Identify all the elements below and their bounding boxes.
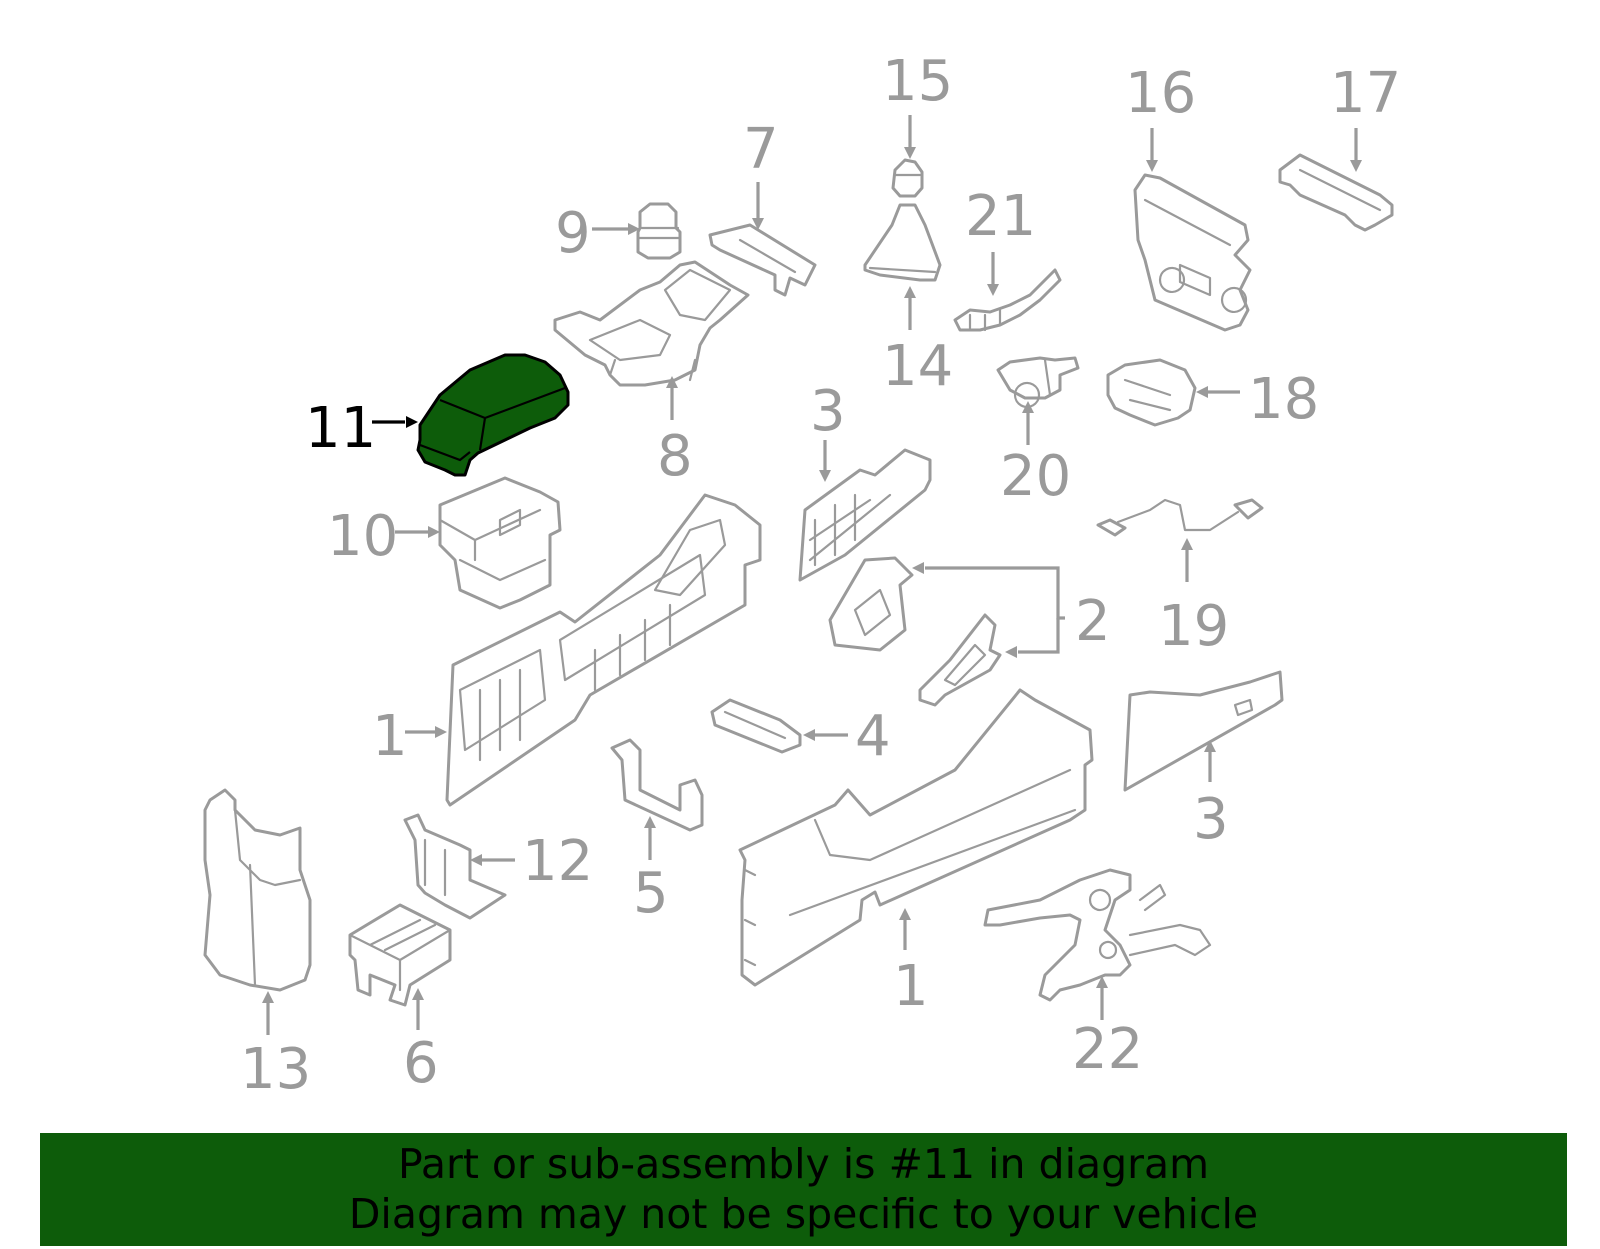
callout-19: 19 xyxy=(1158,594,1229,659)
callout-10: 10 xyxy=(327,504,398,569)
part-16-center-panel[interactable] xyxy=(1133,173,1252,332)
callout-6: 6 xyxy=(403,1031,439,1096)
part-6-block[interactable] xyxy=(348,903,452,1007)
callout-22: 22 xyxy=(1072,1017,1143,1082)
callout-13: 13 xyxy=(240,1037,311,1102)
part-17-bracket[interactable] xyxy=(1278,153,1394,232)
part-14-shift-boot[interactable] xyxy=(863,203,942,282)
callout-17: 17 xyxy=(1330,61,1401,126)
part-1-left-panel[interactable] xyxy=(445,493,762,807)
part-19-harness[interactable] xyxy=(1096,498,1264,537)
part-3-lower-trim[interactable] xyxy=(1123,670,1284,792)
callout-9: 9 xyxy=(555,201,591,266)
banner-line-2: Diagram may not be specific to your vehi… xyxy=(348,1190,1259,1238)
part-10-storage-bin[interactable] xyxy=(438,476,562,610)
callout-1b: 1 xyxy=(893,954,929,1019)
callout-12: 12 xyxy=(522,829,593,894)
banner-line-1: Part or sub-assembly is #11 in diagram xyxy=(397,1140,1210,1188)
part-11-armrest-highlight[interactable] xyxy=(416,353,570,477)
callout-11: 11 xyxy=(305,396,376,461)
callout-5: 5 xyxy=(633,861,669,926)
part-5-bracket[interactable] xyxy=(610,738,704,832)
callout-4: 4 xyxy=(855,704,891,769)
part-2-trim[interactable] xyxy=(828,556,1002,707)
callout-18: 18 xyxy=(1248,367,1319,432)
part-7-trim[interactable] xyxy=(708,223,817,297)
info-banner: Part or sub-assembly is #11 in diagram D… xyxy=(40,1133,1567,1246)
callout-15: 15 xyxy=(882,49,953,114)
part-4-bracket[interactable] xyxy=(710,698,802,754)
part-20-socket[interactable] xyxy=(996,356,1080,409)
leader-arrows xyxy=(262,115,1362,1035)
callout-labels: 1 1 2 3 3 4 5 6 7 8 9 10 11 12 13 14 15 … xyxy=(240,49,1401,1102)
part-8-console-upper[interactable] xyxy=(553,260,750,387)
part-9-knob[interactable] xyxy=(636,202,682,260)
callout-20: 20 xyxy=(1000,444,1071,509)
callout-1a: 1 xyxy=(372,704,408,769)
callout-3b: 3 xyxy=(1193,787,1229,852)
part-15-shift-knob[interactable] xyxy=(891,158,924,198)
part-18-pocket[interactable] xyxy=(1106,358,1197,427)
part-13-side-cover[interactable] xyxy=(203,788,312,992)
callout-14: 14 xyxy=(882,334,953,399)
callout-2: 2 xyxy=(1075,589,1111,654)
callout-3a: 3 xyxy=(810,379,846,444)
part-22-brake-lever[interactable] xyxy=(983,868,1212,1002)
callout-8: 8 xyxy=(657,424,693,489)
callout-16: 16 xyxy=(1125,61,1196,126)
part-1-right-panel[interactable] xyxy=(738,688,1094,987)
part-21-pin[interactable] xyxy=(953,268,1062,332)
callout-7: 7 xyxy=(743,117,779,182)
part-12-bracket[interactable] xyxy=(403,813,507,920)
callout-21: 21 xyxy=(965,184,1036,249)
part-3-upper-trim[interactable] xyxy=(798,448,932,582)
